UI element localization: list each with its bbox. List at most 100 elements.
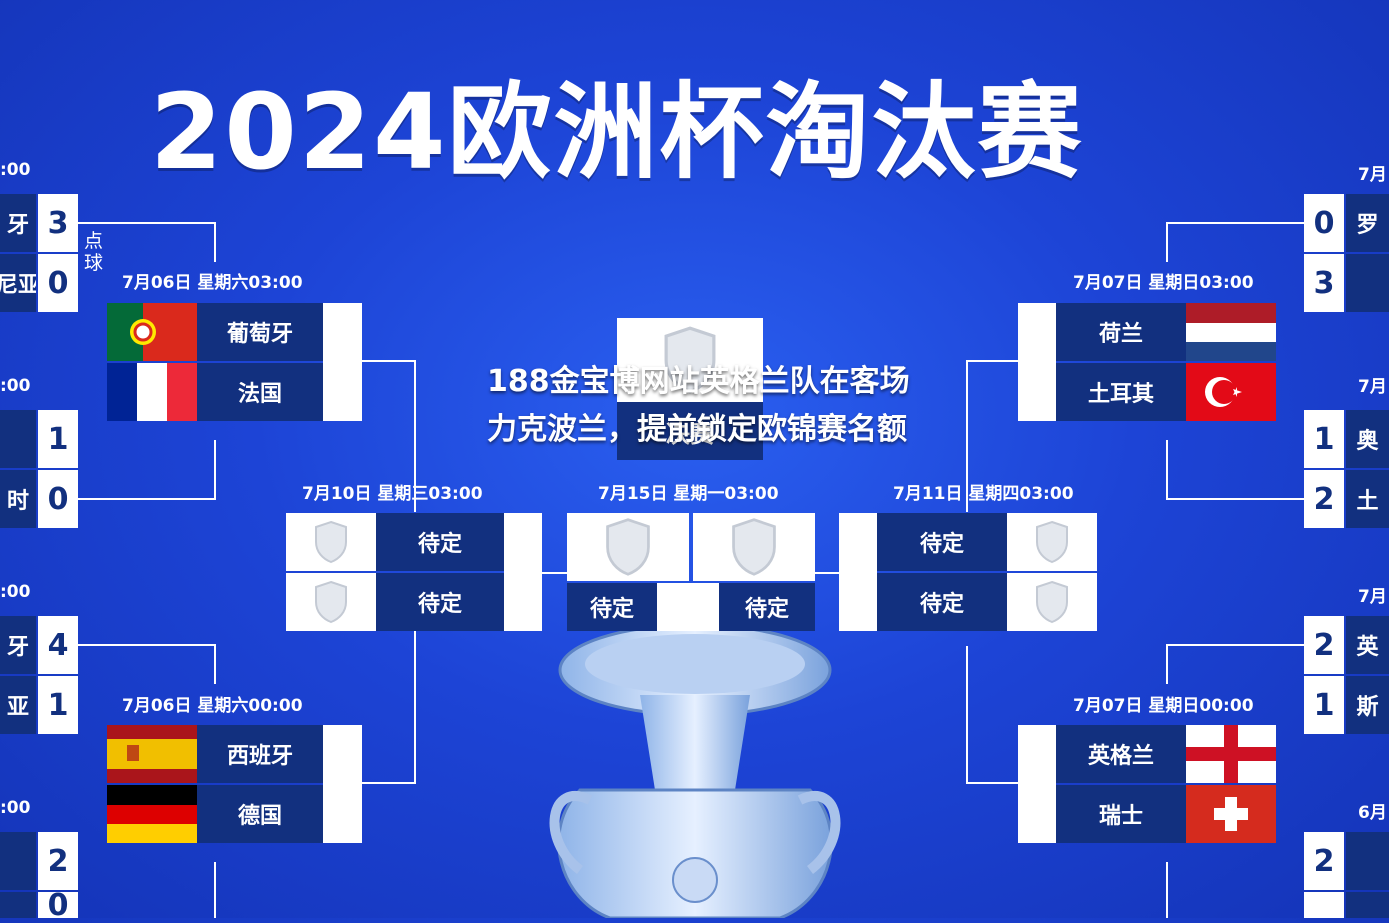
team-netherlands: 荷兰 bbox=[1056, 303, 1186, 361]
r16-right-2-team1: 奥 bbox=[1346, 410, 1389, 468]
score-box bbox=[504, 513, 542, 631]
sf-right-date: 7月11日 星期四03:00 bbox=[893, 484, 1074, 504]
switzerland-flag-icon bbox=[1186, 785, 1276, 843]
bracket-line bbox=[214, 862, 216, 918]
r16-right-3-score2: 1 bbox=[1304, 676, 1344, 734]
r16-left-4-team1 bbox=[0, 832, 36, 890]
qf-right-bottom-date: 7月07日 星期日00:00 bbox=[1073, 696, 1254, 716]
netherlands-flag-icon bbox=[1186, 303, 1276, 361]
r16-right-4-score2 bbox=[1304, 892, 1344, 918]
r16-left-2-team2: 时 bbox=[0, 470, 36, 528]
bracket-line bbox=[1166, 222, 1304, 224]
r16-left-1-team1: 牙 bbox=[0, 194, 36, 252]
portugal-flag-icon bbox=[107, 303, 197, 361]
r16-left-2-score1: 1 bbox=[38, 410, 78, 468]
bracket-line bbox=[1166, 498, 1304, 500]
r16-right-2-score2: 2 bbox=[1304, 470, 1344, 528]
team-germany: 德国 bbox=[197, 785, 323, 843]
bracket-line bbox=[542, 572, 568, 574]
bracket-line bbox=[214, 644, 216, 684]
bracket-line bbox=[966, 360, 1018, 362]
bracket-line bbox=[966, 782, 1018, 784]
r16-left-3-score1: 4 bbox=[38, 616, 78, 674]
team-spain: 西班牙 bbox=[197, 725, 323, 783]
r16-right-4-score1: 2 bbox=[1304, 832, 1344, 890]
r16-right-3-score1: 2 bbox=[1304, 616, 1344, 674]
shield-placeholder-icon bbox=[693, 513, 815, 581]
sf-left-team2: 待定 bbox=[376, 573, 504, 631]
bracket-line bbox=[1166, 440, 1168, 500]
r16-right-1-score1: 0 bbox=[1304, 194, 1344, 252]
final-team2: 待定 bbox=[719, 583, 815, 631]
shield-placeholder-icon bbox=[567, 513, 689, 581]
bracket-line bbox=[78, 644, 216, 646]
r16-left-3-score2: 1 bbox=[38, 676, 78, 734]
shield-placeholder-icon bbox=[286, 513, 376, 571]
spain-flag-icon bbox=[107, 725, 197, 783]
sf-right-team2: 待定 bbox=[877, 573, 1007, 631]
bracket-line bbox=[1166, 222, 1168, 262]
final-label: 决赛 bbox=[617, 402, 763, 460]
r16-left-1-team2: 尼亚 bbox=[0, 254, 36, 312]
qf-right-top-date: 7月07日 星期日03:00 bbox=[1073, 273, 1254, 293]
article-headline[interactable]: 188金宝博网站英格兰队在客场力克波兰，提前锁定欧锦赛名额 bbox=[487, 364, 910, 447]
r16-left-3-team1: 牙 bbox=[0, 616, 36, 674]
r16-right-3-team1: 英 bbox=[1346, 616, 1389, 674]
r16-right-4-time: 6月 bbox=[1358, 803, 1387, 823]
score-box bbox=[1018, 303, 1056, 421]
r16-left-3-time: :00 bbox=[0, 582, 31, 602]
germany-flag-icon bbox=[107, 785, 197, 843]
score-box bbox=[323, 303, 362, 421]
team-portugal: 葡萄牙 bbox=[197, 303, 323, 361]
team-turkey: 土耳其 bbox=[1056, 363, 1186, 421]
bracket-line bbox=[214, 440, 216, 500]
final-team1: 待定 bbox=[567, 583, 657, 631]
r16-right-1-team1: 罗 bbox=[1346, 194, 1389, 252]
bracket-line bbox=[1166, 644, 1168, 684]
r16-left-2-team1 bbox=[0, 410, 36, 468]
r16-left-4-time: :00 bbox=[0, 798, 31, 818]
bracket-line bbox=[815, 572, 839, 574]
penalty-note: 点球 bbox=[84, 230, 104, 274]
r16-left-1-time: :00 bbox=[0, 160, 31, 180]
r16-right-2-score1: 1 bbox=[1304, 410, 1344, 468]
bracket-line bbox=[1166, 862, 1168, 918]
r16-left-2-score2: 0 bbox=[38, 470, 78, 528]
shield-placeholder-icon bbox=[286, 573, 376, 631]
r16-left-1-score1: 3 bbox=[38, 194, 78, 252]
r16-right-1-time: 7月 bbox=[1358, 165, 1387, 185]
trophy-icon bbox=[520, 580, 870, 920]
score-box bbox=[1018, 725, 1056, 843]
team-france: 法国 bbox=[197, 363, 323, 421]
r16-left-3-team2: 亚 bbox=[0, 676, 36, 734]
r16-right-3-team2: 斯 bbox=[1346, 676, 1389, 734]
bracket-line bbox=[214, 222, 216, 262]
sf-right-team1: 待定 bbox=[877, 513, 1007, 571]
france-flag-icon bbox=[107, 363, 197, 421]
r16-right-2-time: 7月 bbox=[1358, 377, 1387, 397]
page-title: 2024欧洲杯淘汰赛 bbox=[150, 71, 1084, 193]
r16-left-2-time: :00 bbox=[0, 376, 31, 396]
shield-placeholder-icon bbox=[1007, 573, 1097, 631]
r16-left-4-team2 bbox=[0, 892, 36, 918]
final-date: 7月15日 星期一03:00 bbox=[598, 484, 779, 504]
r16-left-1-score2: 0 bbox=[38, 254, 78, 312]
r16-right-1-score2: 3 bbox=[1304, 254, 1344, 312]
shield-placeholder-icon bbox=[660, 325, 720, 399]
bracket-line bbox=[362, 360, 416, 362]
england-flag-icon bbox=[1186, 725, 1276, 783]
r16-right-3-time: 7月 bbox=[1358, 587, 1387, 607]
turkey-flag-icon bbox=[1186, 363, 1276, 421]
r16-right-2-team2: 土 bbox=[1346, 470, 1389, 528]
team-switzerland: 瑞士 bbox=[1056, 785, 1186, 843]
qf-left-top-date: 7月06日 星期六03:00 bbox=[122, 273, 303, 293]
r16-right-1-team2 bbox=[1346, 254, 1389, 312]
qf-left-bottom-date: 7月06日 星期六00:00 bbox=[122, 696, 303, 716]
team-england: 英格兰 bbox=[1056, 725, 1186, 783]
sf-left-team1: 待定 bbox=[376, 513, 504, 571]
r16-left-4-score1: 2 bbox=[38, 832, 78, 890]
sf-left-date: 7月10日 星期三03:00 bbox=[302, 484, 483, 504]
bracket-line bbox=[78, 222, 216, 224]
shield-placeholder-icon bbox=[1007, 513, 1097, 571]
r16-right-4-team1 bbox=[1346, 832, 1389, 890]
